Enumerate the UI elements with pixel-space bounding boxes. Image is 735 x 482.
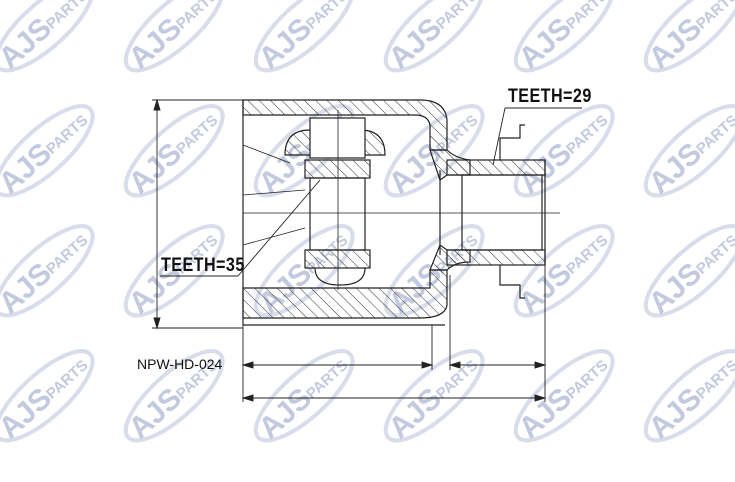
watermark-grid xyxy=(0,0,735,456)
teeth-29-label: TEETH=29 xyxy=(508,86,592,107)
watermark-logo xyxy=(241,335,367,456)
watermark-logo xyxy=(371,335,497,456)
watermark-logo xyxy=(371,0,497,86)
dimension-lines xyxy=(152,98,582,402)
watermark-logo xyxy=(0,335,107,456)
watermark-logo xyxy=(0,0,107,86)
watermark-logo xyxy=(0,90,107,211)
watermark-logo xyxy=(501,210,627,331)
watermark-logo xyxy=(631,90,735,211)
watermark-logo xyxy=(631,210,735,331)
watermark-logo xyxy=(501,335,627,456)
part-number-label: NPW-HD-024 xyxy=(137,356,223,372)
watermark-logo xyxy=(111,90,237,211)
watermark-logo xyxy=(241,0,367,86)
watermark-logo xyxy=(111,0,237,86)
watermark-logo xyxy=(631,335,735,456)
watermark-logo xyxy=(501,0,627,86)
watermark-logo xyxy=(0,210,107,331)
center-lines xyxy=(243,110,560,290)
watermark-logo xyxy=(631,0,735,86)
teeth-35-label: TEETH=35 xyxy=(161,255,245,276)
housing xyxy=(242,99,546,326)
watermark-logo xyxy=(501,90,627,211)
